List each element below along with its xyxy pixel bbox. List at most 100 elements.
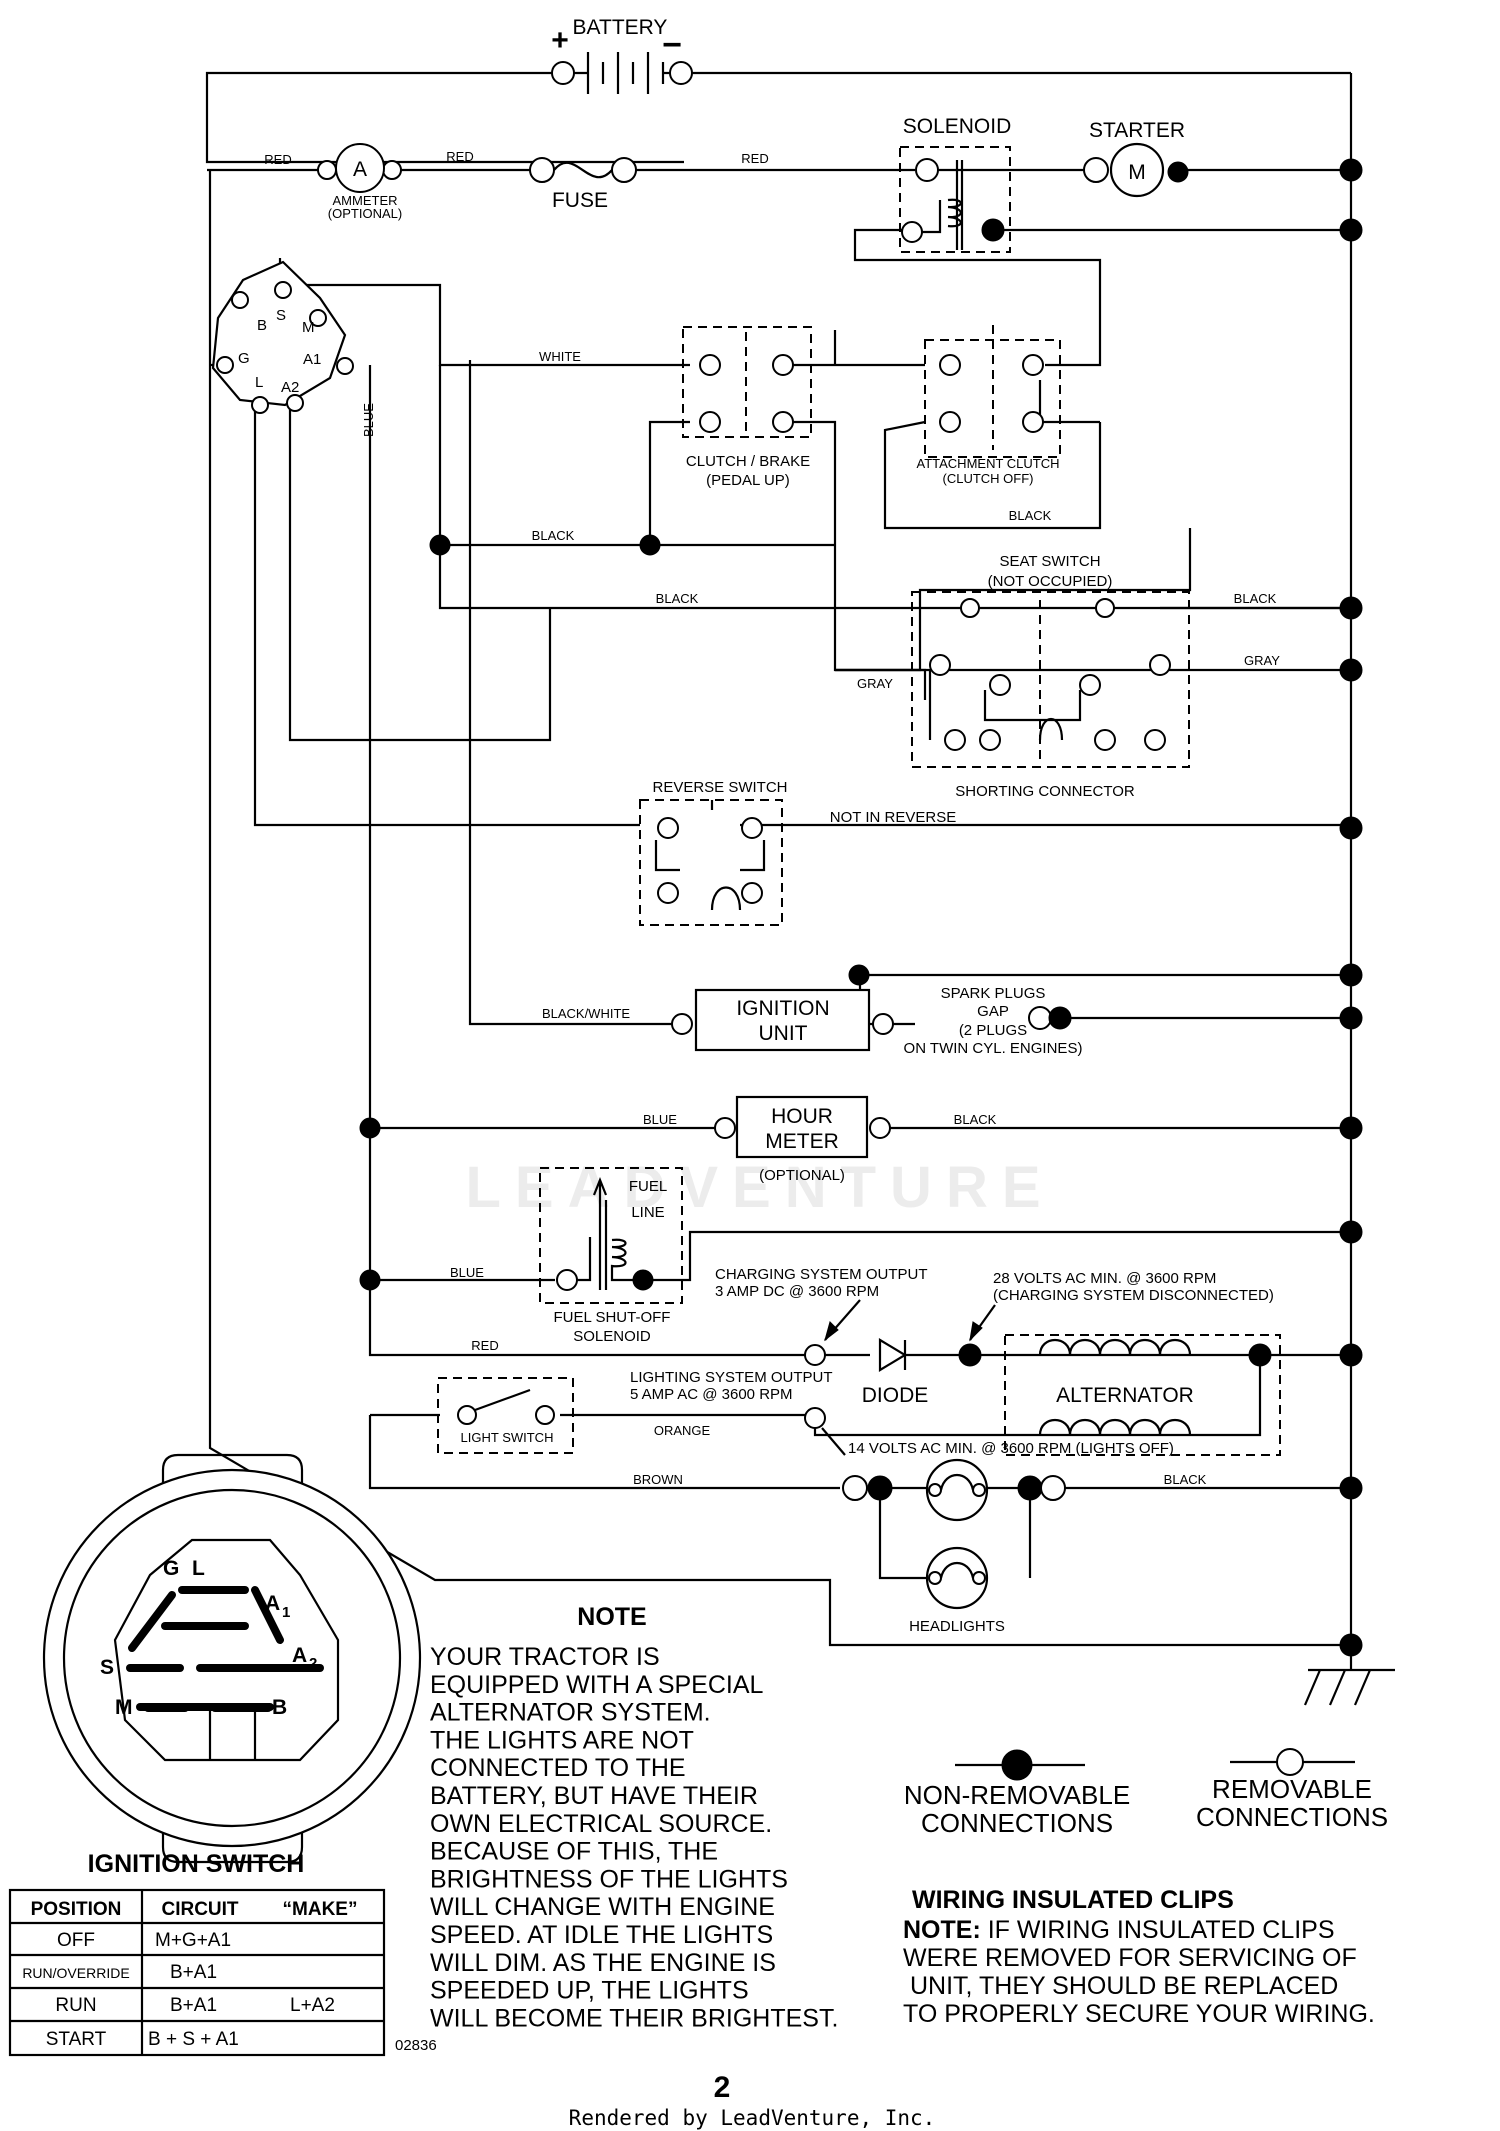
terminal-label-b: B [257, 317, 267, 334]
note-line: WILL DIM. AS THE ENGINE IS [430, 1949, 776, 1977]
spark-plugs-label-line2: GAP [977, 1003, 1009, 1020]
wire-label-brown: BROWN [633, 1472, 683, 1487]
fuel-line-label-line1: FUEL [629, 1178, 667, 1195]
note-line: SPEED. AT IDLE THE LIGHTS [430, 1921, 773, 1949]
light-switch: LIGHT SWITCH [437, 1377, 574, 1454]
starter-symbol: M [1128, 161, 1146, 184]
legend-non-removable-line2: CONNECTIONS [921, 1808, 1113, 1838]
wire-label-blue-1: BLUE [643, 1112, 677, 1127]
battery-plus-label: + [551, 24, 569, 57]
note-line: BATTERY, BUT HAVE THEIR [430, 1782, 758, 1810]
fuse: FUSE [529, 157, 637, 212]
junction-dots [359, 158, 1363, 1657]
light-switch-label: LIGHT SWITCH [461, 1430, 554, 1445]
hour-meter-label-line1: HOUR [771, 1105, 833, 1128]
note-line: THE LIGHTS ARE NOT [430, 1726, 694, 1754]
not-in-reverse-label: NOT IN REVERSE [830, 809, 956, 826]
clutch-brake-label-line1: CLUTCH / BRAKE [686, 453, 810, 470]
ignition-switch-table: IGNITION SWITCH POSITION CIRCUIT “MAKE” … [8, 1850, 437, 2057]
switch-face-a2-sub: 2 [309, 1655, 317, 1672]
switch-face-b: B [272, 1696, 287, 1719]
reverse-switch-label: REVERSE SWITCH [652, 779, 787, 796]
table-row-run-position: RUN [55, 1995, 96, 2016]
note-line: WILL CHANGE WITH ENGINE [430, 1893, 775, 1921]
volts28-label-line2: (CHARGING SYSTEM DISCONNECTED) [993, 1287, 1274, 1304]
table-header-circuit: CIRCUIT [161, 1899, 238, 1920]
battery-label: BATTERY [573, 16, 668, 39]
table-row-override-position: RUN/OVERRIDE [22, 1965, 129, 1981]
headlights: HEADLIGHTS [842, 1458, 1066, 1635]
spark-plugs-label-line4: ON TWIN CYL. ENGINES) [904, 1040, 1083, 1057]
watermark: LEADVENTURE [465, 1155, 1054, 1220]
rendered-by: Rendered by LeadVenture, Inc. [569, 2106, 936, 2130]
page-number: 2 [714, 2071, 731, 2104]
charging-output-label-line1: CHARGING SYSTEM OUTPUT [715, 1266, 928, 1283]
fuel-shutoff-solenoid: FUEL LINE FUEL SHUT-OFF SOLENOID [539, 1167, 683, 1345]
shorting-connector-label: SHORTING CONNECTOR [955, 783, 1135, 800]
table-header-make: “MAKE” [283, 1899, 358, 1920]
ammeter-symbol: A [353, 158, 367, 181]
switch-face-a2: A [292, 1644, 307, 1667]
legend-non-removable-line1: NON-REMOVABLE [904, 1780, 1130, 1810]
ignition-unit: IGNITION UNIT [671, 964, 894, 1052]
note-line: YOUR TRACTOR IS [430, 1643, 660, 1671]
table-row-off-circuit: M+G+A1 [155, 1930, 231, 1951]
clutch-brake-label-line2: (PEDAL UP) [706, 472, 790, 489]
legend-removable-line2: CONNECTIONS [1196, 1802, 1388, 1832]
wire-label-black-1: BLACK [1009, 508, 1052, 523]
switch-face-a1: A [265, 1592, 280, 1615]
attachment-clutch-switch: ATTACHMENT CLUTCH (CLUTCH OFF) [917, 325, 1061, 486]
wire-label-black-5: BLACK [954, 1112, 997, 1127]
legend: NON-REMOVABLE CONNECTIONS REMOVABLE CONN… [904, 1748, 1388, 1838]
note-line: WILL BECOME THEIR BRIGHTEST. [430, 2004, 838, 2032]
wire-label-gray-1: GRAY [857, 676, 893, 691]
clips-title: WIRING INSULATED CLIPS [912, 1886, 1234, 1914]
wire-label-red-4: RED [471, 1338, 498, 1353]
clips-line4: TO PROPERLY SECURE YOUR WIRING. [903, 2000, 1375, 2028]
wires [205, 71, 1395, 1706]
wire-label-white: WHITE [539, 349, 581, 364]
switch-face-g: G [163, 1557, 179, 1580]
clips-line2: WERE REMOVED FOR SERVICING OF [903, 1944, 1357, 1972]
ammeter-label-line1: AMMETER [333, 193, 398, 208]
clips-note-label: NOTE: [903, 1916, 981, 1944]
volts28-label-line1: 28 VOLTS AC MIN. @ 3600 RPM [993, 1270, 1216, 1287]
table-row-start-circuit: B + S + A1 [148, 2029, 239, 2050]
terminal-label-l: L [255, 374, 263, 391]
wire-label-blue-vertical: BLUE [361, 403, 376, 437]
ammeter-label-line2: (OPTIONAL) [328, 206, 402, 221]
charging-output-label-line2: 3 AMP DC @ 3600 RPM [715, 1283, 879, 1300]
ammeter: A AMMETER (OPTIONAL) [317, 143, 402, 221]
terminal-label-a2: A2 [281, 379, 299, 396]
attachment-clutch-label-line2: (CLUTCH OFF) [943, 471, 1034, 486]
wire-label-red-3: RED [741, 151, 768, 166]
ignition-switch-face: G L A 1 S A 2 M B [42, 1453, 422, 1864]
starter-label: STARTER [1089, 119, 1185, 142]
wire-label-red-2: RED [446, 149, 473, 164]
fuel-solenoid-label-line2: SOLENOID [573, 1328, 651, 1345]
terminal-label-a1: A1 [303, 351, 321, 368]
wire-label-black-2: BLACK [532, 528, 575, 543]
wire-label-black-4: BLACK [1234, 591, 1277, 606]
note-line: EQUIPPED WITH A SPECIAL [430, 1671, 764, 1699]
solenoid-label: SOLENOID [903, 115, 1012, 138]
seat-switch: SEAT SWITCH (NOT OCCUPIED) SHORTING CONN… [911, 553, 1190, 800]
battery: BATTERY + − [551, 16, 693, 94]
lighting-output-label-line1: LIGHTING SYSTEM OUTPUT [630, 1369, 833, 1386]
seat-switch-label-line1: SEAT SWITCH [999, 553, 1100, 570]
part-number: 02836 [395, 2037, 437, 2054]
spark-plugs: SPARK PLUGS GAP (2 PLUGS ON TWIN CYL. EN… [904, 985, 1083, 1057]
switch-face-s: S [100, 1656, 114, 1679]
note-line: SPEEDED UP, THE LIGHTS [430, 1977, 749, 2005]
spark-plugs-label-line3: (2 PLUGS [959, 1022, 1027, 1039]
clips-line1-text: IF WIRING INSULATED CLIPS [981, 1916, 1335, 1944]
clips-line3: UNIT, THEY SHOULD BE REPLACED [910, 1972, 1338, 2000]
table-row-run-circuit: B+A1 [170, 1995, 217, 2016]
hour-meter-label-line2: METER [765, 1130, 839, 1153]
charging-system: CHARGING SYSTEM OUTPUT 3 AMP DC @ 3600 R… [715, 1266, 1274, 1407]
terminal-label-g: G [238, 350, 250, 367]
wire-label-black-white: BLACK/WHITE [542, 1006, 630, 1021]
attachment-clutch-label-line1: ATTACHMENT CLUTCH [917, 456, 1060, 471]
